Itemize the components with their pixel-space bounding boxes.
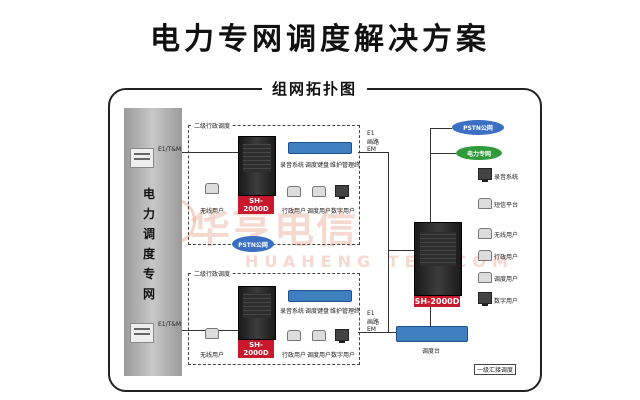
main-digital-icon xyxy=(478,292,492,306)
upper-analog-label: 行政用户 xyxy=(282,208,307,215)
upper-console-icon xyxy=(288,142,352,154)
upper-site-box xyxy=(188,125,360,245)
link-label-bottom: E1/T&M xyxy=(158,321,182,328)
upper-switch-cabinet-icon xyxy=(238,136,276,196)
link-line xyxy=(388,152,389,332)
main-desk-label: 调度台 xyxy=(422,348,441,355)
main-switch-cabinet-icon xyxy=(414,222,462,296)
upper-maintenance-label: 维护管理终 xyxy=(330,162,361,169)
main-wireless-label: 无线用户 xyxy=(494,232,519,239)
pstn-cloud-main: PSTN公网 xyxy=(452,120,504,135)
upper-wireless-phone-icon xyxy=(205,183,219,194)
main-wireless-icon xyxy=(478,228,492,239)
pstn-cloud-mid: PSTN公网 xyxy=(232,236,274,252)
upper-analog-phone-icon xyxy=(287,186,301,197)
link-line xyxy=(358,332,414,333)
transmission-modem-bottom-icon xyxy=(130,323,154,343)
diagram-subtitle: 组网拓扑图 xyxy=(262,78,368,99)
e1-link-label-top: E1 画路 EM xyxy=(367,130,380,153)
lower-digital-label: 数字用户 xyxy=(331,352,356,359)
upper-digital-label: 数字用户 xyxy=(331,208,356,215)
main-sms-platform-icon xyxy=(478,198,492,209)
e1-link-label-bottom: E1 画路 EM xyxy=(367,310,380,333)
lower-switch-label: SH-2000D xyxy=(238,340,274,358)
link-label-top: E1/T&M xyxy=(158,146,182,153)
upper-digital-terminal-icon xyxy=(335,185,349,199)
lower-maintenance-label: 维护管理终 xyxy=(330,308,361,315)
lower-recorder-label: 录音系统 xyxy=(280,308,305,315)
main-dispatch-desk-icon xyxy=(396,326,468,342)
main-switch-label: SH-2000D xyxy=(414,296,460,307)
main-recorder-icon xyxy=(478,168,492,182)
main-console-phone-icon xyxy=(478,272,492,283)
main-recorder-label: 录音系统 xyxy=(494,174,519,181)
lower-site-box xyxy=(188,273,360,365)
main-digital-label: 数字用户 xyxy=(494,298,519,305)
main-console-label: 调度用户 xyxy=(494,276,519,283)
lower-site-title: 二级行政调度 xyxy=(192,269,233,278)
upper-console-label: 调度用户 xyxy=(307,208,332,215)
lower-digital-terminal-icon xyxy=(335,329,349,343)
page-title: 电力专网调度解决方案 xyxy=(150,22,490,57)
lower-keyboard-label: 调度键盘 xyxy=(305,308,330,315)
lower-console-icon xyxy=(288,290,352,302)
lower-wireless-label: 无线用户 xyxy=(200,352,225,359)
upper-wireless-label: 无线用户 xyxy=(200,208,225,215)
link-line xyxy=(182,152,238,153)
main-analog-label: 行政用户 xyxy=(494,254,519,261)
lower-console-phone-icon xyxy=(312,330,326,341)
backbone-label: 电力调度专网 xyxy=(142,187,155,301)
main-analog-icon xyxy=(478,250,492,261)
power-network-cloud: 电力专网 xyxy=(456,146,502,160)
main-sms-label: 短信平台 xyxy=(494,202,519,209)
upper-switch-label: SH-2000D xyxy=(238,196,274,214)
pstn-main-label: PSTN公网 xyxy=(463,125,493,132)
link-line xyxy=(430,153,456,154)
link-line xyxy=(388,250,414,251)
main-site-footer: 一级汇接调度 xyxy=(474,364,517,375)
lower-analog-label: 行政用户 xyxy=(282,352,307,359)
upper-site-title: 二级行政调度 xyxy=(192,121,233,130)
pstn-mid-label: PSTN公网 xyxy=(238,241,268,249)
link-line xyxy=(430,128,452,129)
transmission-modem-top-icon xyxy=(130,148,154,168)
upper-recorder-label: 录音系统 xyxy=(280,162,305,169)
power-network-label: 电力专网 xyxy=(466,150,491,158)
lower-switch-cabinet-icon xyxy=(238,286,276,340)
upper-keyboard-label: 调度键盘 xyxy=(305,162,330,169)
upper-console-phone-icon xyxy=(312,186,326,197)
lower-wireless-phone-icon xyxy=(205,328,219,339)
lower-console-label: 调度用户 xyxy=(307,352,332,359)
link-line xyxy=(358,152,388,153)
lower-analog-phone-icon xyxy=(287,330,301,341)
